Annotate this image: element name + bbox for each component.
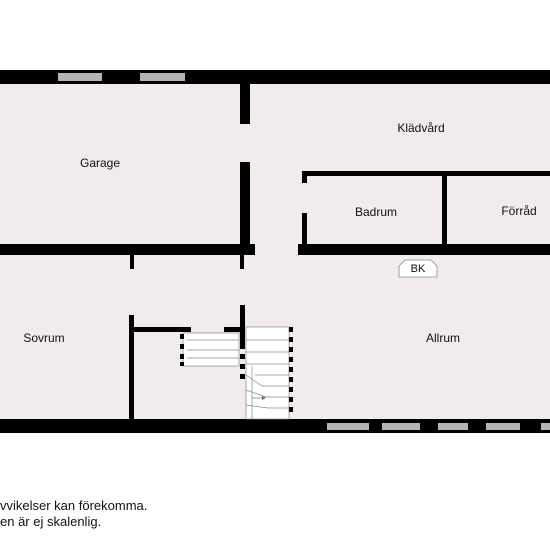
disclaimer-line-1: vvikelser kan förekomma. bbox=[0, 498, 148, 513]
window-bottom-1 bbox=[327, 423, 369, 430]
room-label-forrad: Förråd bbox=[501, 204, 536, 218]
room-label-sovrum: Sovrum bbox=[23, 331, 64, 345]
middle-wall-right bbox=[298, 244, 550, 255]
bedroom-wall-head bbox=[134, 327, 191, 332]
bathroom-wall-top bbox=[302, 171, 550, 176]
bedroom-wall bbox=[129, 315, 134, 419]
window-top-left bbox=[58, 73, 102, 81]
staircase bbox=[182, 326, 290, 420]
room-label-garage: Garage bbox=[80, 156, 120, 170]
room-label-allrum: Allrum bbox=[426, 331, 460, 345]
wall-stub-1 bbox=[130, 255, 134, 269]
stair-wall-stub bbox=[224, 327, 240, 332]
room-label-badrum: Badrum bbox=[355, 205, 397, 219]
bk-label: BK bbox=[411, 263, 426, 275]
window-bottom-5 bbox=[541, 423, 550, 430]
window-bottom-2 bbox=[382, 423, 420, 430]
wall-stub-2 bbox=[240, 255, 244, 269]
stair-edge-dashes bbox=[180, 327, 293, 412]
bathroom-storage-divider bbox=[442, 171, 447, 245]
window-bottom-3 bbox=[438, 423, 468, 430]
bk-fixture bbox=[398, 259, 438, 278]
garage-wall-upper bbox=[240, 84, 250, 124]
garage-wall-lower bbox=[240, 162, 250, 244]
disclaimer-line-2: en är ej skalenlig. bbox=[0, 514, 102, 529]
room-label-kladvard: Klädvård bbox=[397, 121, 444, 135]
window-bottom-4 bbox=[486, 423, 520, 430]
window-top-middle bbox=[140, 73, 185, 81]
stair-wall-left bbox=[240, 305, 245, 349]
bathroom-wall-left-upper bbox=[302, 171, 307, 183]
bathroom-wall-left-lower bbox=[302, 213, 307, 245]
exterior-wall-top bbox=[0, 70, 550, 84]
middle-wall-left bbox=[0, 244, 255, 255]
